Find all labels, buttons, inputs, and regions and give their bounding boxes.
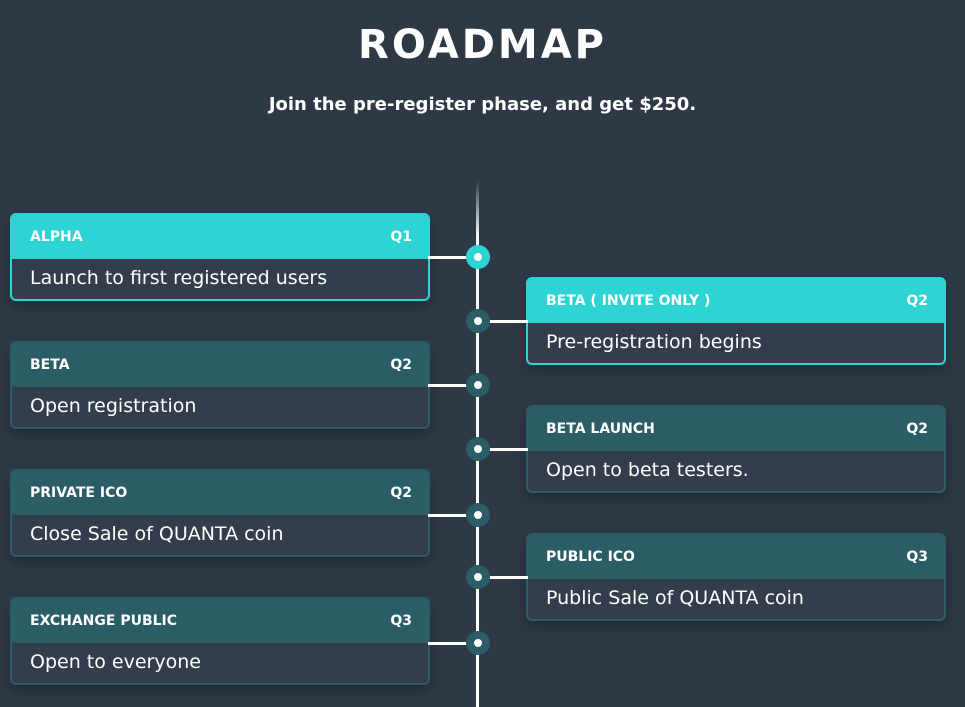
milestone-quarter: Q2 [906,293,928,309]
milestone-name: PUBLIC ICO [546,549,635,565]
milestone-name: BETA [30,357,70,373]
milestone-quarter: Q3 [390,613,412,629]
milestone-name: BETA ( INVITE ONLY ) [546,293,711,309]
timeline-node [466,565,490,589]
milestone-header: ALPHA Q1 [12,215,428,259]
milestone-quarter: Q1 [390,229,412,245]
timeline-connector [428,514,468,517]
page-subtitle: Join the pre-register phase, and get $25… [268,94,697,115]
timeline-connector [428,384,468,387]
page-title: ROADMAP [358,22,607,68]
timeline-node [466,631,490,655]
milestone-quarter: Q2 [390,357,412,373]
timeline-connector [488,320,528,323]
timeline-connector [428,256,468,259]
milestone-header: PRIVATE ICO Q2 [12,471,428,515]
milestone-header: BETA Q2 [12,343,428,387]
milestone-description: Launch to first registered users [30,267,328,289]
milestone-description: Open to beta testers. [546,459,749,481]
milestone-card-alpha: ALPHA Q1 Launch to first registered user… [10,213,430,301]
milestone-card-exchange-public: EXCHANGE PUBLIC Q3 Open to everyone [10,597,430,685]
milestone-card-private-ico: PRIVATE ICO Q2 Close Sale of QUANTA coin [10,469,430,557]
milestone-header: BETA LAUNCH Q2 [528,407,944,451]
timeline-connector [488,448,528,451]
milestone-description: Close Sale of QUANTA coin [30,523,284,545]
milestone-quarter: Q2 [906,421,928,437]
timeline-node [466,245,490,269]
milestone-name: PRIVATE ICO [30,485,128,501]
milestone-description: Open registration [30,395,197,417]
milestone-name: BETA LAUNCH [546,421,655,437]
timeline-node [466,309,490,333]
milestone-description: Public Sale of QUANTA coin [546,587,804,609]
milestone-header: PUBLIC ICO Q3 [528,535,944,579]
timeline-connector [488,576,528,579]
milestone-name: EXCHANGE PUBLIC [30,613,178,629]
timeline-node [466,437,490,461]
milestone-name: ALPHA [30,229,83,245]
milestone-card-public-ico: PUBLIC ICO Q3 Public Sale of QUANTA coin [526,533,946,621]
milestone-card-beta-launch: BETA LAUNCH Q2 Open to beta testers. [526,405,946,493]
milestone-description: Open to everyone [30,651,201,673]
milestone-quarter: Q2 [390,485,412,501]
milestone-card-beta: BETA Q2 Open registration [10,341,430,429]
milestone-card-beta-invite-only: BETA ( INVITE ONLY ) Q2 Pre-registration… [526,277,946,365]
milestone-description: Pre-registration begins [546,331,762,353]
timeline-node [466,503,490,527]
milestone-header: BETA ( INVITE ONLY ) Q2 [528,279,944,323]
milestone-quarter: Q3 [906,549,928,565]
milestone-header: EXCHANGE PUBLIC Q3 [12,599,428,643]
timeline-connector [428,642,468,645]
timeline-node [466,373,490,397]
